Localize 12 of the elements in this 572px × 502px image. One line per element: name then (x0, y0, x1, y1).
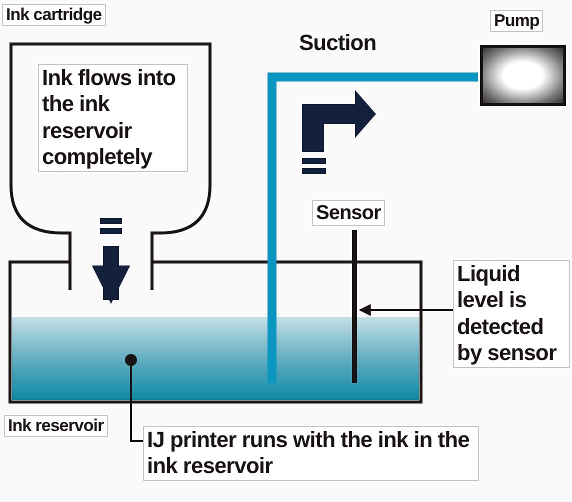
suction-pipe (268, 72, 478, 383)
reservoir-label: Ink reservoir (4, 415, 108, 438)
arrow (358, 304, 453, 316)
pump-label: Pump (490, 10, 544, 32)
sensor-note: Liquid level is detected by sensor (453, 260, 570, 368)
flow-note: Ink flows into the ink reservoir completely (38, 64, 188, 172)
printer-note: IJ printer runs with the ink in the ink reservoir (143, 426, 479, 481)
sensor-label: Sensor (312, 200, 385, 226)
cartridge-label: Ink cartridge (2, 4, 106, 26)
ink (12, 317, 419, 400)
leader-line (125, 354, 143, 442)
flow-arrow (92, 218, 130, 304)
